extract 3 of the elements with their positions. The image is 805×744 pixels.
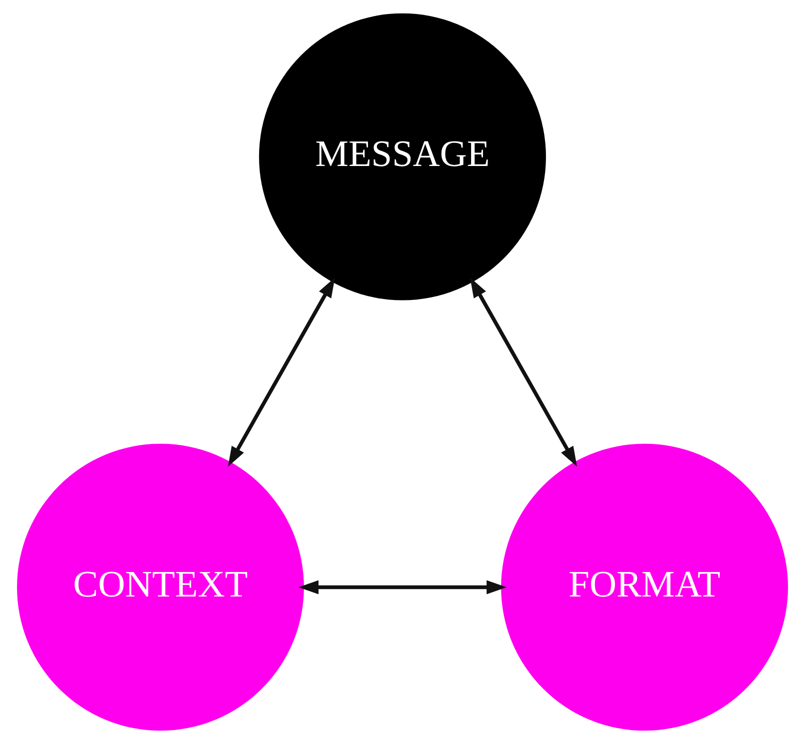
- arrow: [470, 277, 578, 467]
- arrow: [298, 580, 507, 594]
- arrow: [228, 277, 335, 467]
